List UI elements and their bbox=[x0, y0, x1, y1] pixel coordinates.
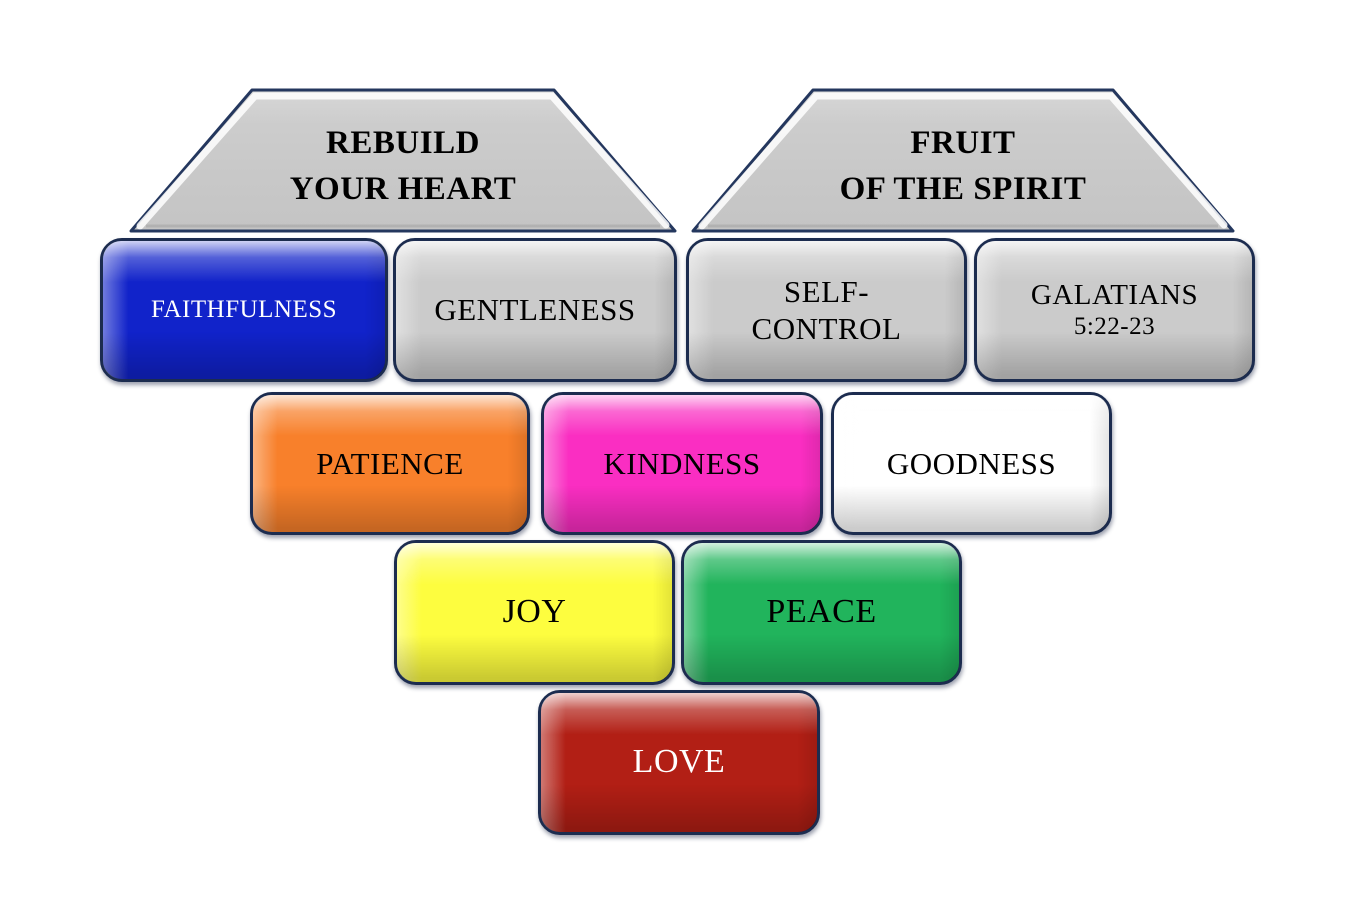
box-love: LOVE bbox=[538, 690, 820, 835]
box-label-galatians: GALATIANS bbox=[1030, 279, 1199, 312]
trapezoid-shape bbox=[691, 88, 1235, 233]
box-faithfulness: FAITHFULNESS bbox=[100, 238, 388, 382]
box-patience: PATIENCE bbox=[250, 392, 530, 535]
trapezoid-shape bbox=[129, 88, 677, 233]
box-label-goodness: GOODNESS bbox=[886, 445, 1057, 481]
box-label-patience: PATIENCE bbox=[316, 445, 464, 481]
box-label-joy: JOY bbox=[502, 593, 567, 631]
box-label-self-control: SELF- CONTROL bbox=[751, 273, 902, 346]
box-peace: PEACE bbox=[681, 540, 962, 685]
box-self-control: SELF- CONTROL bbox=[686, 238, 967, 382]
header-shape-rebuild-your-heart: REBUILD YOUR HEART bbox=[128, 87, 678, 234]
box-label-love: LOVE bbox=[632, 743, 726, 781]
box-label-peace: PEACE bbox=[766, 593, 877, 631]
header-shape-fruit-of-the-spirit: FRUIT OF THE SPIRIT bbox=[690, 87, 1236, 234]
box-label-gentleness: GENTLENESS bbox=[434, 292, 636, 328]
box-label-faithfulness: FAITHFULNESS bbox=[150, 296, 338, 323]
box-label-kindness: KINDNESS bbox=[603, 445, 761, 481]
box-joy: JOY bbox=[394, 540, 675, 685]
box-sublabel-galatians-verse: 5:22-23 bbox=[1073, 313, 1156, 341]
header-label-fruit-of-the-spirit: FRUIT OF THE SPIRIT bbox=[839, 124, 1087, 207]
header-label-rebuild-your-heart: REBUILD YOUR HEART bbox=[289, 124, 517, 207]
box-goodness: GOODNESS bbox=[831, 392, 1112, 535]
box-galatians-reference: GALATIANS 5:22-23 bbox=[974, 238, 1255, 382]
box-kindness: KINDNESS bbox=[541, 392, 823, 535]
box-gentleness: GENTLENESS bbox=[393, 238, 677, 382]
